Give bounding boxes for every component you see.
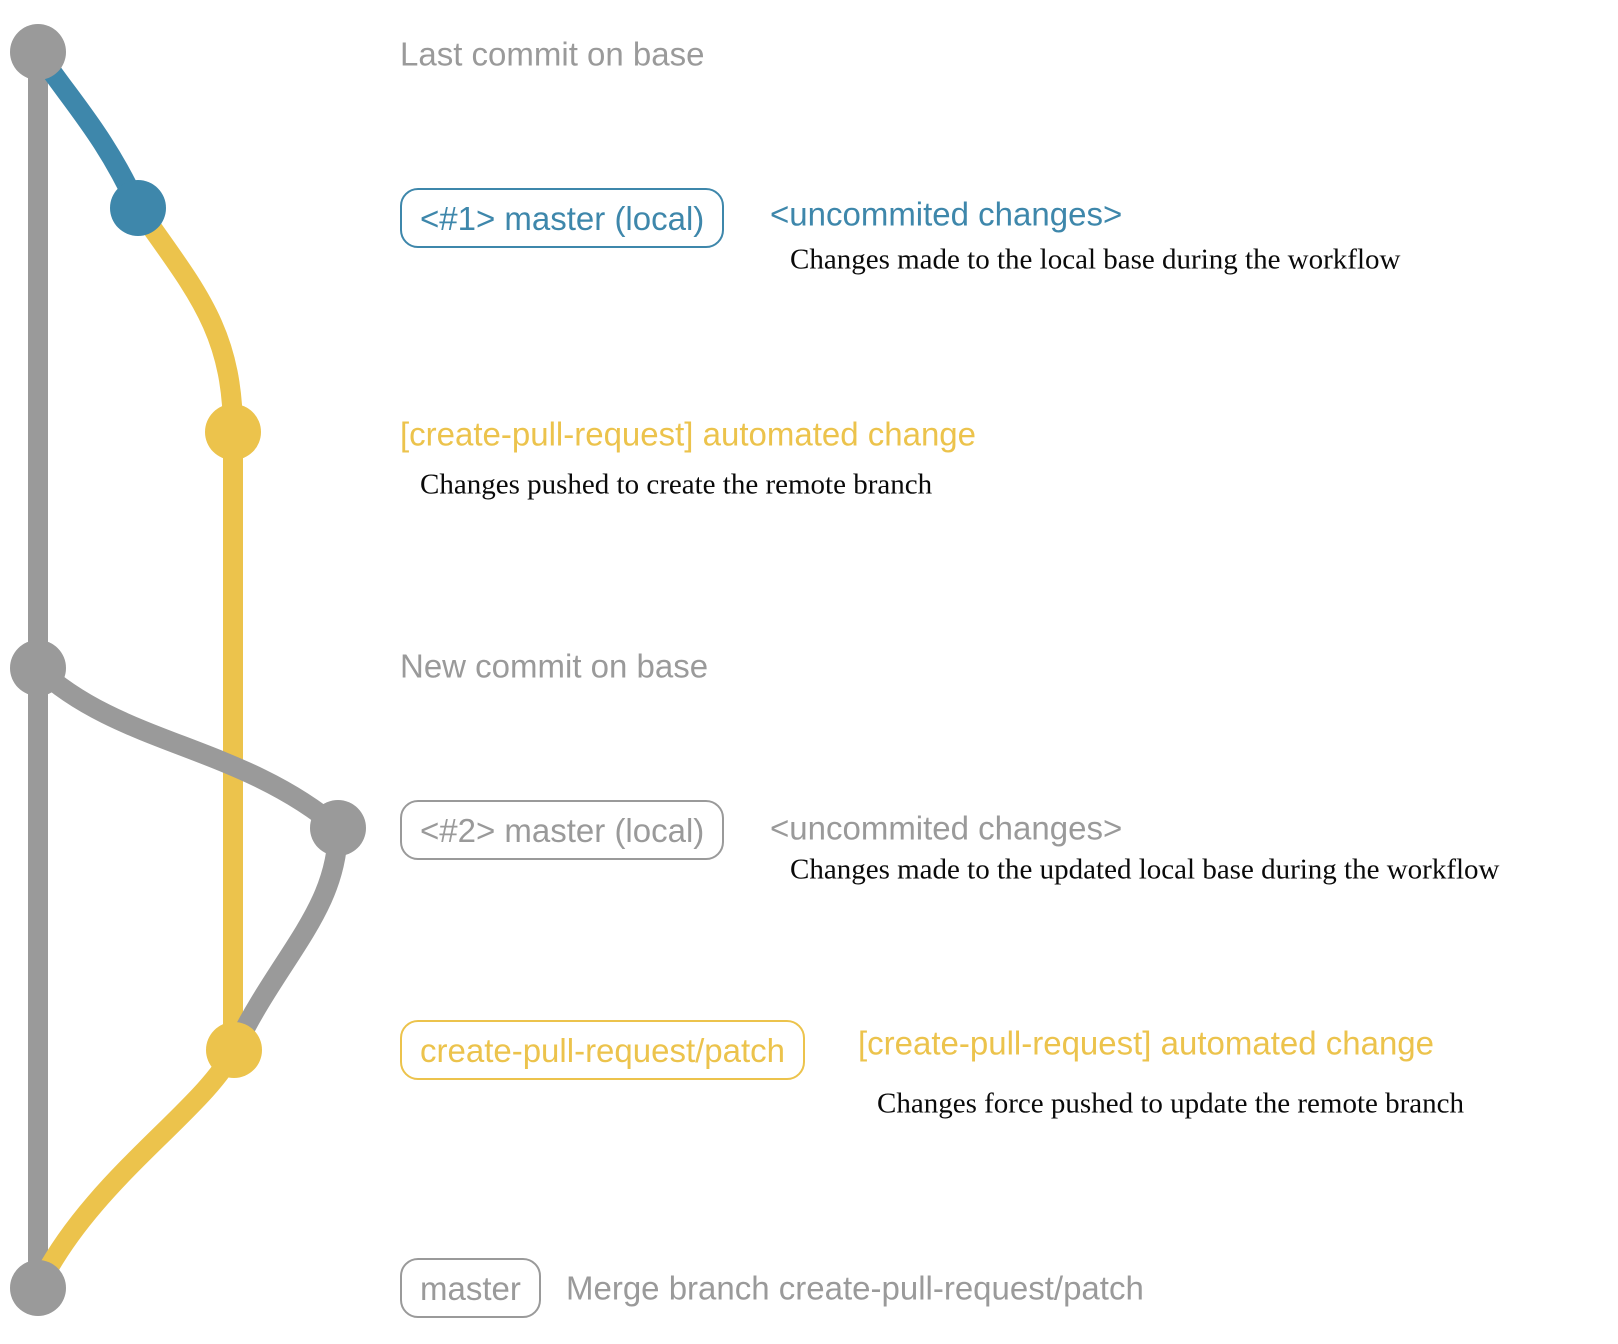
commit-message-new-base: New commit on base: [400, 647, 709, 685]
commit-description-patch-1: Changes pushed to create the remote bran…: [420, 468, 933, 501]
commit-message-patch-1: [create-pull-request] automated change: [400, 415, 977, 453]
branch-badge-patch: create-pull-request/patch: [400, 1020, 806, 1080]
commit-message-merge: Merge branch create-pull-request/patch: [566, 1269, 1144, 1307]
commit-dot-merge: [10, 1260, 66, 1316]
branch-badge-local-master-1: <#1> master (local): [400, 188, 725, 248]
commit-message-last-base: Last commit on base: [400, 35, 705, 73]
patch-branch-create-curve: [128, 198, 243, 442]
commit-message-patch-2: [create-pull-request] automated change: [858, 1024, 1435, 1062]
local-master-2-branch-curve: [28, 658, 348, 838]
commit-description-local-master-1: Changes made to the local base during th…: [790, 243, 1401, 276]
commit-dot-local-1: [110, 180, 166, 236]
commit-description-patch-2: Changes force pushed to update the remot…: [877, 1087, 1465, 1120]
commit-dot-last-base: [10, 24, 66, 80]
local-master-2-to-patch-curve: [225, 818, 348, 1058]
branch-badge-master: master: [400, 1258, 541, 1318]
commit-description-local-master-2: Changes made to the updated local base d…: [790, 853, 1500, 886]
commit-graph: [10, 24, 366, 1316]
commit-message-local-master-1: <uncommited changes>: [770, 195, 1123, 233]
branch-badge-local-master-2: <#2> master (local): [400, 800, 725, 860]
commit-message-local-master-2: <uncommited changes>: [770, 809, 1123, 847]
commit-dot-patch-1: [205, 404, 261, 460]
commit-dot-patch-2: [206, 1022, 262, 1078]
commit-dot-new-base: [10, 640, 66, 696]
commit-dot-local-2: [310, 800, 366, 856]
patch-merge-to-master-curve: [28, 1040, 244, 1298]
